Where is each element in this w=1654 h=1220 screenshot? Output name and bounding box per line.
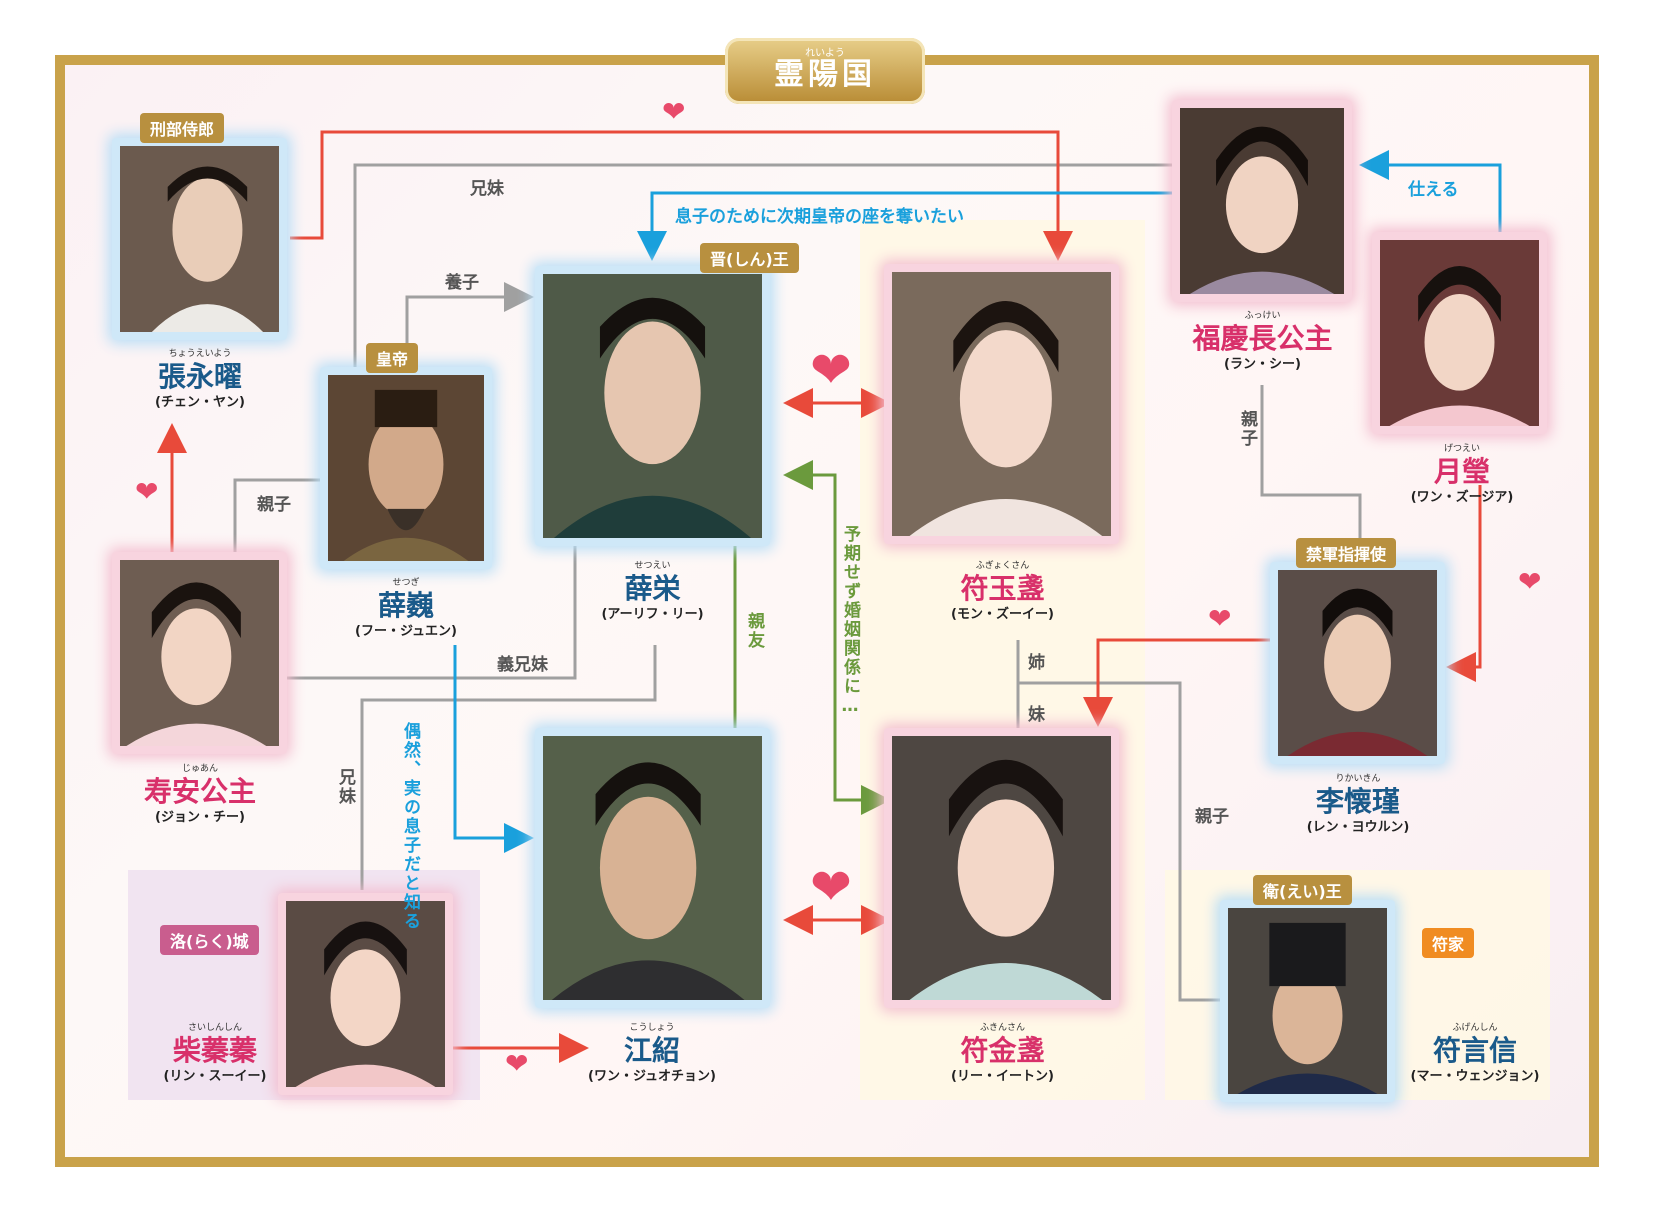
actor-name: (ワン・ジュオチョン) bbox=[562, 1068, 742, 1086]
character-name: 張永曜 bbox=[120, 360, 280, 394]
portrait-fuqing bbox=[1172, 100, 1352, 302]
label-li-huaijin: りかいきん 李懐瑾 (レン・ヨウルン) bbox=[1268, 773, 1448, 837]
tag-raku: 洛(らく)城 bbox=[160, 925, 259, 955]
relation-unexpected: 予期せず婚姻関係に… bbox=[838, 525, 863, 745]
label-yueying: げつえい 月瑩 (ワン・ズージア) bbox=[1382, 443, 1542, 507]
actor-name: (アーリフ・リー) bbox=[570, 606, 735, 624]
portrait-chai bbox=[278, 893, 453, 1095]
relation-parent-child-bottom: 親子 bbox=[1195, 802, 1229, 827]
line-li-love bbox=[1098, 640, 1270, 718]
ruby: こうしょう bbox=[562, 1022, 742, 1034]
tag-shin-ou: 晋(しん)王 bbox=[700, 243, 799, 273]
relation-siblings-left: 兄妹 bbox=[333, 768, 358, 806]
ruby: ふげんしん bbox=[1395, 1022, 1555, 1034]
ruby: ふっけい bbox=[1170, 310, 1355, 322]
title-plaque: れいよう 霊陽国 bbox=[725, 38, 925, 104]
tag-keibu: 刑部侍郎 bbox=[140, 113, 224, 143]
ruby: せつぎ bbox=[326, 577, 486, 589]
actor-name: (ワン・ズージア) bbox=[1382, 489, 1542, 507]
actor-name: (モン・ズーイー) bbox=[920, 606, 1085, 624]
label-fu-yanxin: ふげんしん 符言信 (マー・ウェンジョン) bbox=[1395, 1022, 1555, 1086]
line-yueying-love bbox=[1455, 485, 1480, 667]
label-xue-wei: せつぎ 薛巍 (フー・ジュエン) bbox=[326, 577, 486, 641]
ruby: せつえい bbox=[570, 560, 735, 572]
relation-in-law: 義兄妹 bbox=[497, 650, 548, 675]
tag-emperor: 皇帝 bbox=[366, 343, 418, 373]
character-name: 薛巍 bbox=[326, 589, 486, 623]
heart-icon: ❤ bbox=[810, 345, 852, 395]
character-name: 符金盞 bbox=[920, 1034, 1085, 1068]
ruby: ふきんさん bbox=[920, 1022, 1085, 1034]
label-xue-rong: せつえい 薛栄 (アーリフ・リー) bbox=[570, 560, 735, 624]
ruby: りかいきん bbox=[1268, 773, 1448, 785]
portrait-fu-yuzhan bbox=[884, 264, 1119, 544]
character-name: 江紹 bbox=[562, 1034, 742, 1068]
character-name: 月瑩 bbox=[1382, 455, 1542, 489]
relation-scheme: 息子のために次期皇帝の座を奪いたい bbox=[675, 202, 964, 227]
line-unexpected bbox=[792, 475, 882, 800]
relation-siblings-top: 兄妹 bbox=[470, 174, 504, 199]
ruby: さいしんしん bbox=[135, 1022, 295, 1034]
relation-adopted: 養子 bbox=[445, 268, 479, 293]
portrait-shouan bbox=[112, 552, 287, 754]
label-zhang: ちょうえいよう 張永曜 (チェン・ヤン) bbox=[120, 348, 280, 412]
character-name: 符言信 bbox=[1395, 1034, 1555, 1068]
label-fu-jinzhan: ふきんさん 符金盞 (リー・イートン) bbox=[920, 1022, 1085, 1086]
title-ruby: れいよう bbox=[725, 44, 925, 59]
label-chai: さいしんしん 柴蓁蓁 (リン・スーイー) bbox=[135, 1022, 295, 1086]
actor-name: (ジョン・チー) bbox=[115, 809, 285, 827]
relation-best-friend: 親友 bbox=[742, 612, 767, 650]
relation-coincidence: 偶然、実の息子だと知る bbox=[398, 722, 423, 902]
label-shouan: じゅあん 寿安公主 (ジョン・チー) bbox=[115, 763, 285, 827]
character-name: 柴蓁蓁 bbox=[135, 1034, 295, 1068]
character-name: 薛栄 bbox=[570, 572, 735, 606]
actor-name: (リー・イートン) bbox=[920, 1068, 1085, 1086]
heart-icon: ❤ bbox=[1518, 568, 1541, 596]
tag-kinguns: 禁軍指揮使 bbox=[1296, 538, 1396, 568]
relation-elder-sister: 姉 bbox=[1028, 648, 1045, 673]
portrait-jiang-shao bbox=[535, 728, 770, 1008]
relation-serve: 仕える bbox=[1408, 175, 1459, 200]
portrait-yueying bbox=[1372, 232, 1547, 434]
portrait-xue-wei bbox=[320, 367, 492, 569]
line-adopted bbox=[407, 297, 525, 370]
actor-name: (フー・ジュエン) bbox=[326, 623, 486, 641]
character-name: 福慶長公主 bbox=[1170, 322, 1355, 356]
ruby: ふぎょくさん bbox=[920, 560, 1085, 572]
character-name: 符玉盞 bbox=[920, 572, 1085, 606]
actor-name: (チェン・ヤン) bbox=[120, 394, 280, 412]
heart-icon: ❤ bbox=[135, 478, 158, 506]
ruby: じゅあん bbox=[115, 763, 285, 775]
relation-parent-child-right: 親子 bbox=[1235, 410, 1260, 448]
portrait-fu-yanxin bbox=[1220, 900, 1395, 1102]
ruby: ちょうえいよう bbox=[120, 348, 280, 360]
character-name: 李懐瑾 bbox=[1268, 785, 1448, 819]
relation-younger-sister: 妹 bbox=[1028, 700, 1045, 725]
tag-fu-house: 符家 bbox=[1422, 928, 1474, 958]
relation-parent-child-left: 親子 bbox=[257, 490, 291, 515]
label-fuqing: ふっけい 福慶長公主 (ラン・シー) bbox=[1170, 310, 1355, 374]
heart-icon: ❤ bbox=[662, 98, 685, 126]
portrait-li-huaijin bbox=[1270, 562, 1445, 764]
heart-icon: ❤ bbox=[810, 862, 852, 912]
actor-name: (レン・ヨウルン) bbox=[1268, 819, 1448, 837]
actor-name: (マー・ウェンジョン) bbox=[1395, 1068, 1555, 1086]
label-jiang-shao: こうしょう 江紹 (ワン・ジュオチョン) bbox=[562, 1022, 742, 1086]
portrait-xue-rong bbox=[535, 266, 770, 546]
portrait-zhang bbox=[112, 138, 287, 340]
ruby: げつえい bbox=[1382, 443, 1542, 455]
character-name: 寿安公主 bbox=[115, 775, 285, 809]
actor-name: (ラン・シー) bbox=[1170, 356, 1355, 374]
label-fu-yuzhan: ふぎょくさん 符玉盞 (モン・ズーイー) bbox=[920, 560, 1085, 624]
heart-icon: ❤ bbox=[505, 1050, 528, 1078]
actor-name: (リン・スーイー) bbox=[135, 1068, 295, 1086]
portrait-fu-jinzhan bbox=[884, 728, 1119, 1008]
heart-icon: ❤ bbox=[1208, 605, 1231, 633]
tag-ei-ou: 衛(えい)王 bbox=[1253, 875, 1352, 905]
